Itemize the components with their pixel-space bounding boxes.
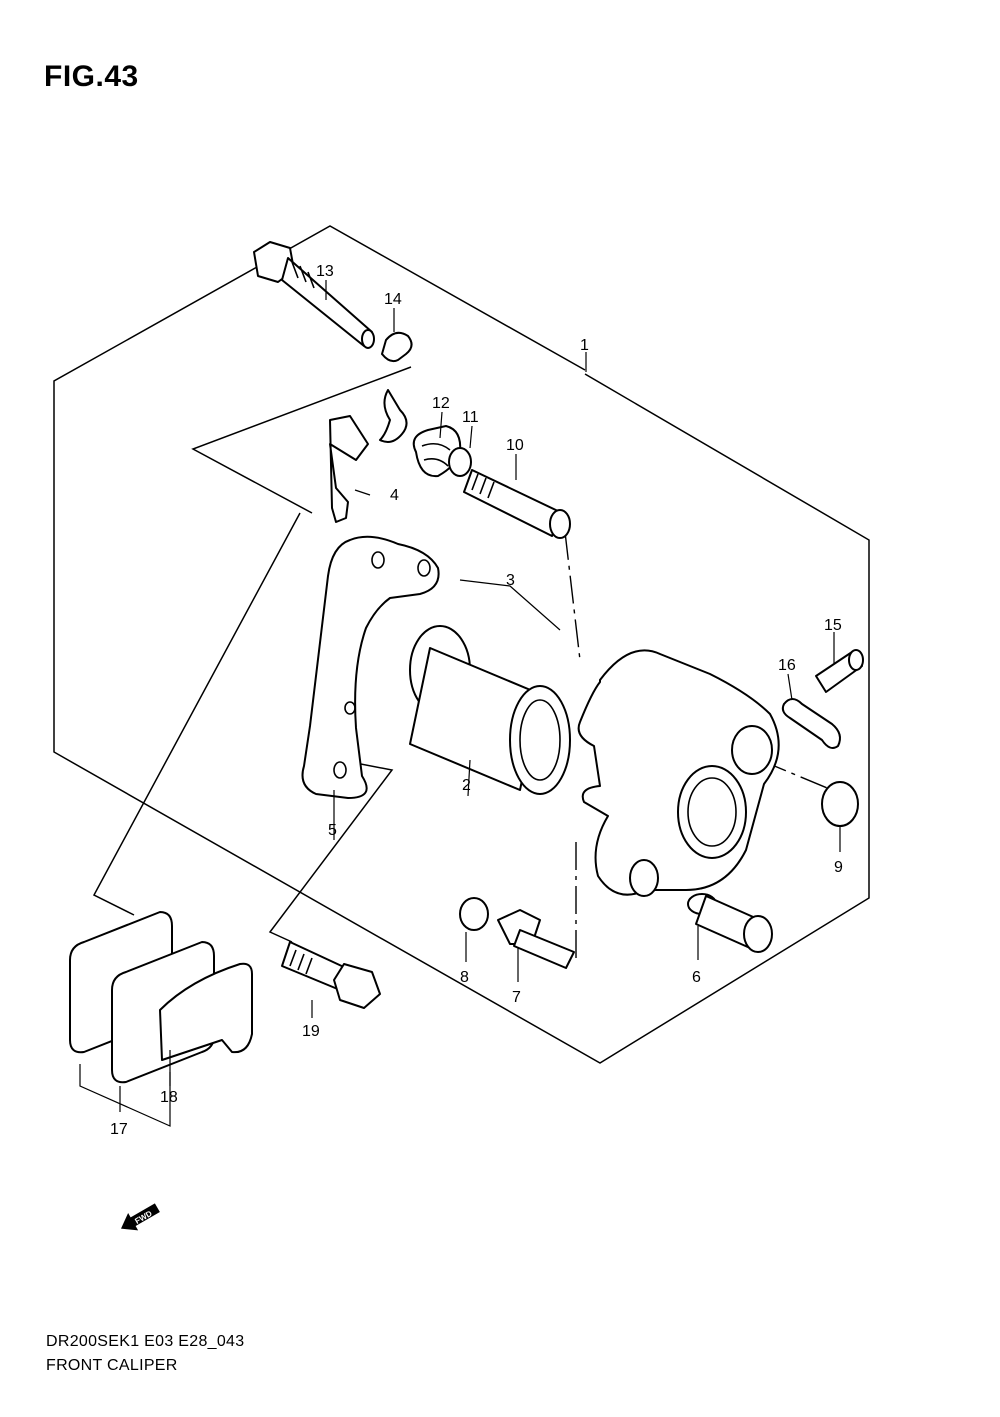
pad-group-frame <box>92 512 301 916</box>
callout-11: 11 <box>462 409 479 426</box>
fwd-arrow-icon: FWD <box>121 1203 160 1231</box>
assembly-dash-line <box>565 842 577 963</box>
pad-retainer <box>329 415 369 523</box>
callout-14: 14 <box>384 291 402 308</box>
figure-caption: FRONT CALIPER <box>46 1357 178 1374</box>
bracket-group-frame <box>191 366 412 514</box>
callout-8: 8 <box>460 969 469 986</box>
callout-13: 13 <box>316 263 334 280</box>
bleeder-cap <box>781 698 841 749</box>
callout-2: 2 <box>462 777 471 794</box>
figure-code: DR200SEK1 E03 E28_043 <box>46 1333 245 1350</box>
callout-4: 4 <box>390 487 399 504</box>
caliper-sleeve <box>463 469 571 539</box>
union-bolt <box>497 909 575 969</box>
pad-spring-clip <box>379 331 413 443</box>
bleeder-valve <box>815 649 864 693</box>
bolt-group-frame <box>268 759 394 943</box>
callout-7: 7 <box>512 989 521 1006</box>
callout-1: 1 <box>580 337 589 354</box>
callout-17: 17 <box>110 1121 128 1138</box>
sealing-washer <box>459 897 489 931</box>
caliper-body <box>577 649 780 897</box>
caliper-bracket <box>301 535 440 799</box>
assembly-dash-line <box>564 531 581 661</box>
callout-6: 6 <box>692 969 701 986</box>
callout-15: 15 <box>824 617 842 634</box>
slide-pin <box>687 893 773 953</box>
callout-12: 12 <box>432 395 450 412</box>
callout-3: 3 <box>506 572 515 589</box>
figure-footer: DR200SEK1 E03 E28_043 FRONT CALIPER <box>46 1330 244 1378</box>
caliper-piston <box>409 625 571 795</box>
pad-shim <box>159 962 253 1061</box>
callout-5: 5 <box>328 822 337 839</box>
figure-title: FIG.43 <box>44 60 139 93</box>
bracket-bolt <box>281 941 381 1009</box>
callout-9: 9 <box>834 859 843 876</box>
caliper-plug <box>821 781 859 827</box>
caliper-bolt <box>253 241 375 349</box>
seal-ring <box>448 447 472 477</box>
callout-19: 19 <box>302 1023 320 1040</box>
callout-10: 10 <box>506 437 524 454</box>
callout-16: 16 <box>778 657 796 674</box>
callout-18: 18 <box>160 1089 178 1106</box>
